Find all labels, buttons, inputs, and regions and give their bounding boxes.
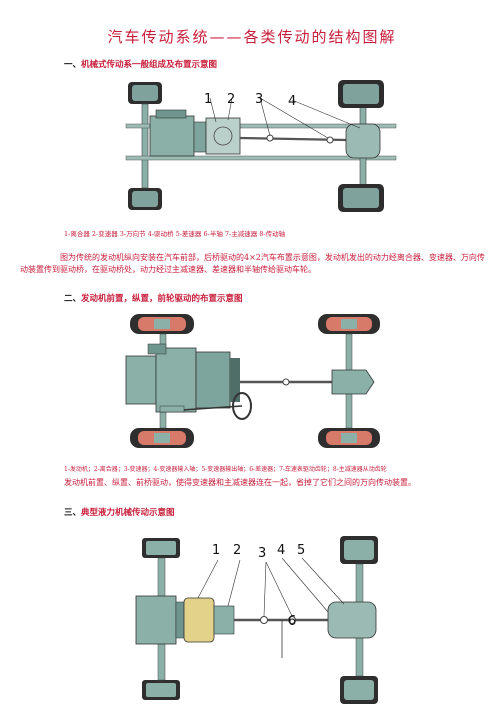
callout-hydro-4: 4	[277, 543, 286, 558]
diagram-hydromechanical-drivetrain	[135, 536, 378, 704]
callout-hydro-3: 3	[258, 546, 267, 561]
section-3-title: 典型液力机械传动示意图	[81, 508, 175, 518]
callout-hydro-5: 5	[297, 543, 306, 558]
callout-4: 4	[288, 94, 297, 109]
section-1-number: 一、	[64, 60, 82, 70]
section-3-number: 三、	[64, 508, 82, 518]
diagram-mechanical-drivetrain	[125, 80, 397, 212]
callout-3: 3	[255, 92, 264, 107]
section-2-caption: 1-发动机；2-离合器；3-变速器；4-变速器输入轴；5-变速器输出轴；6-差速…	[64, 466, 387, 473]
section-2-title: 发动机前置，纵置，前轮驱动的布置示意图	[81, 294, 243, 304]
page-title: 汽车传动系统——各类传动的结构图解	[107, 28, 397, 46]
section-1-heading: 一、机械式传动系一般组成及布置示意图	[64, 58, 217, 70]
section-3-heading: 三、典型液力机械传动示意图	[64, 506, 175, 518]
section-2-paragraph: 发动机前置、纵置、前桥驱动，使得变速器和主减速器连在一起，省掉了它们之间的万向传…	[64, 478, 416, 487]
callout-2: 2	[227, 92, 236, 107]
callout-hydro-1: 1	[212, 543, 221, 558]
callout-1: 1	[204, 92, 213, 107]
callout-hydro-2: 2	[233, 543, 242, 558]
section-2-heading: 二、发动机前置，纵置，前轮驱动的布置示意图	[64, 292, 243, 304]
diagram-front-drive-layout	[125, 314, 380, 448]
section-1-title: 机械式传动系一般组成及布置示意图	[81, 60, 218, 70]
callout-hydro-6: 6	[288, 614, 297, 629]
section-2-number: 二、	[64, 294, 82, 304]
section-1-paragraph: 图为传统的发动机纵向安装在汽车前部，后桥驱动的4×2汽车布置示意图，发动机发出的…	[20, 253, 485, 274]
section-1-caption: 1-离合器 2-变速器 3-万向节 4-驱动桥 5-差速器 6-半轴 7-主减速…	[64, 230, 286, 238]
